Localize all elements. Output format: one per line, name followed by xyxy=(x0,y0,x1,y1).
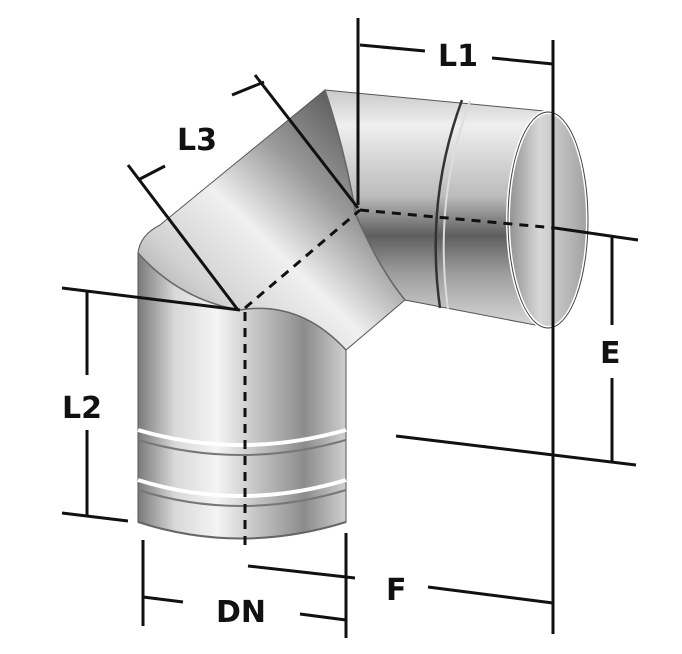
label-e: E xyxy=(600,336,621,371)
label-dn: DN xyxy=(216,595,266,630)
dimension-dn: DN xyxy=(141,533,348,638)
dimension-l3: L3 xyxy=(126,74,360,311)
horizontal-center-line xyxy=(359,208,556,230)
collar-band xyxy=(137,478,347,498)
label-f: F xyxy=(386,573,407,608)
dimension-l2: L2 xyxy=(61,286,241,523)
label-l3: L3 xyxy=(177,123,217,158)
label-l2: L2 xyxy=(62,391,102,426)
vertical-pipe-segment xyxy=(137,251,347,540)
pipe-opening xyxy=(506,110,590,330)
dimension-e: E xyxy=(395,226,639,467)
center-lines xyxy=(243,208,556,545)
collar-band xyxy=(137,428,347,447)
dimension-l1: L1 xyxy=(356,18,555,225)
label-l1: L1 xyxy=(438,39,478,74)
dimension-f: F xyxy=(247,225,555,634)
